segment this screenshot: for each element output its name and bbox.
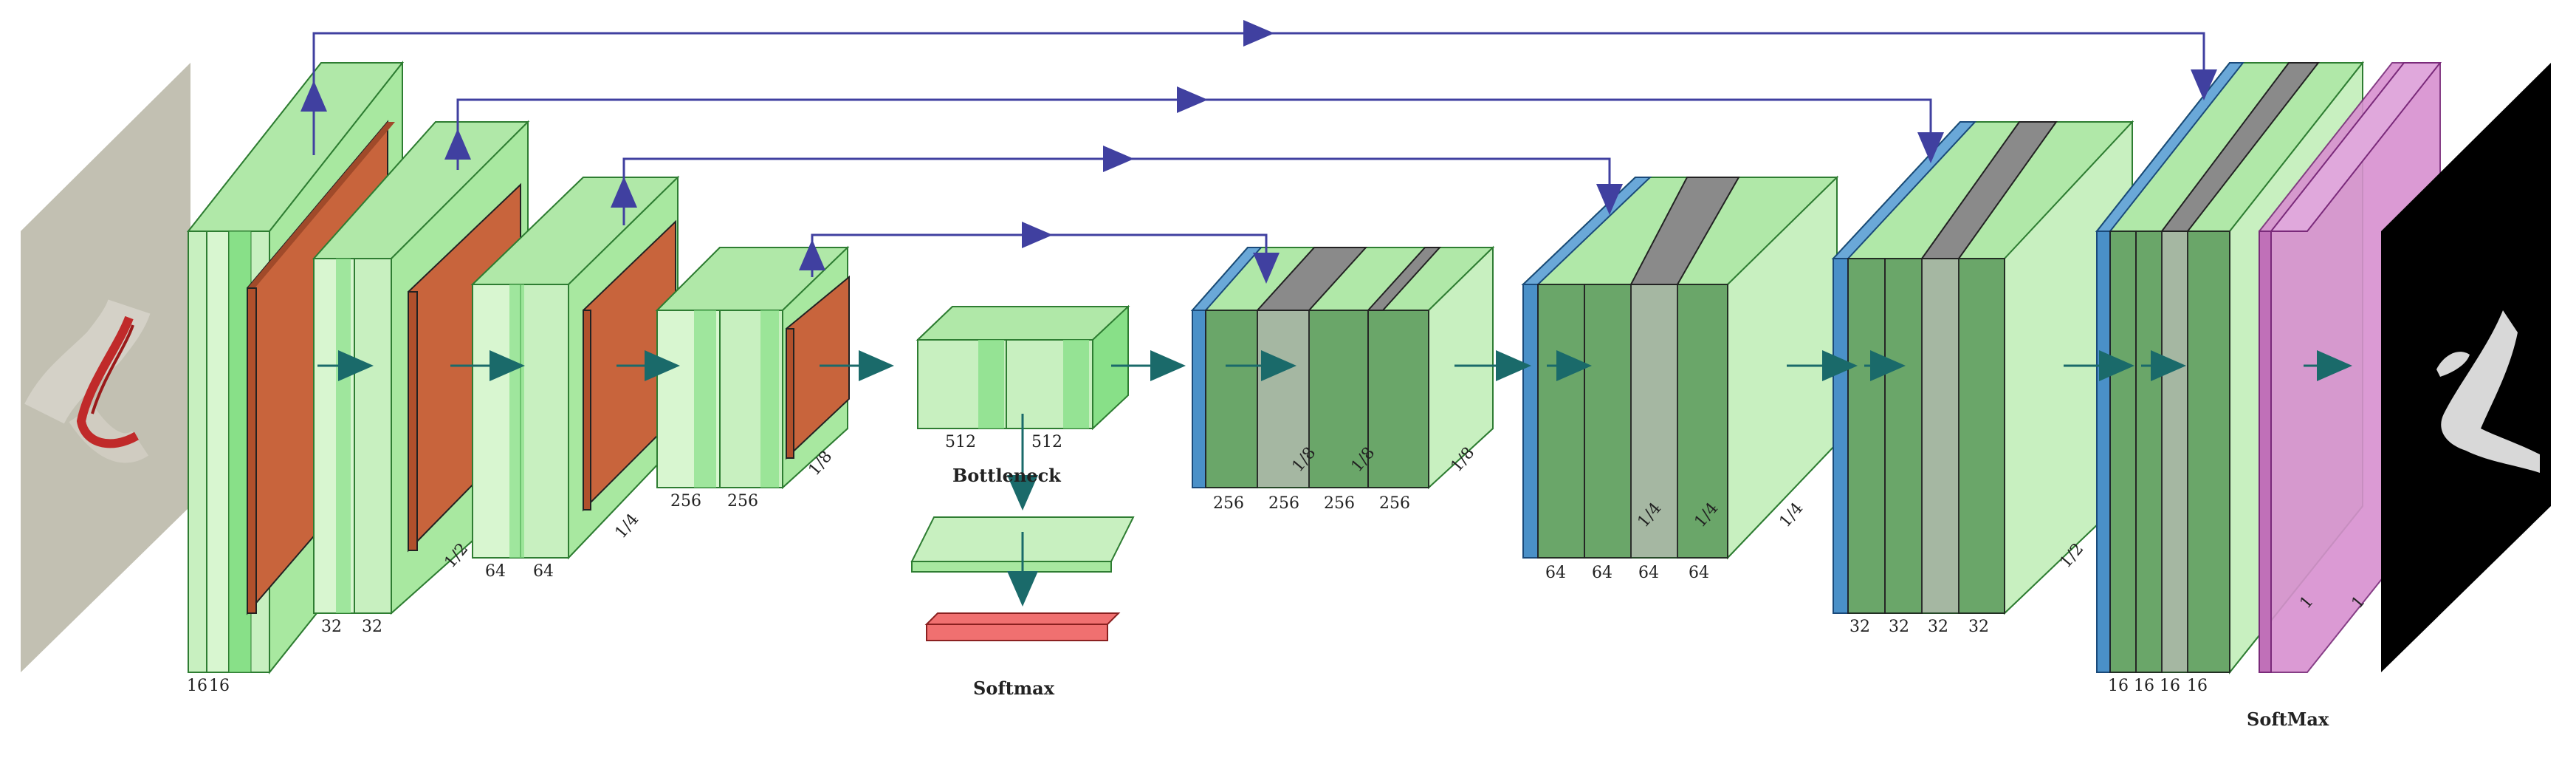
- label-dec2-b: 64: [1592, 564, 1612, 582]
- label-enc4-a: 256: [670, 492, 701, 511]
- label-dec1-a: 256: [1213, 494, 1244, 513]
- label-enc3-a: 64: [485, 562, 506, 581]
- label-dec2-a: 64: [1545, 564, 1566, 582]
- label-enc3-b: 64: [533, 562, 554, 581]
- label-enc2-b: 32: [362, 618, 382, 636]
- label-dec1-b: 256: [1268, 494, 1299, 513]
- skip-connection-1: [312, 32, 2217, 148]
- skip-connection-3: [622, 157, 1623, 225]
- label-dec3-a: 32: [1849, 618, 1870, 636]
- label-dec2-s3: 1/4: [1776, 499, 1807, 531]
- label-dec2-c: 64: [1638, 564, 1659, 582]
- input-image: [21, 63, 190, 672]
- decoder-block-2: [1521, 175, 1839, 560]
- caption-bottleneck: Bottleneck: [952, 465, 1062, 486]
- label-dec4-b: 16: [2134, 677, 2154, 695]
- skip-connections: [300, 20, 2217, 284]
- label-enc1-a: 16: [187, 677, 207, 695]
- label-enc2-a: 32: [321, 618, 342, 636]
- label-dec3-d: 32: [1968, 618, 1989, 636]
- label-dec4-a: 16: [2108, 677, 2129, 695]
- flow-arrows: [317, 350, 2352, 607]
- decoder-block-1: [1190, 245, 1495, 490]
- bottleneck-block: [916, 304, 1130, 431]
- encoder-block-4: [655, 245, 850, 490]
- softmax-plate: [924, 612, 1121, 641]
- label-dec4-c: 16: [2160, 677, 2180, 695]
- label-bott-a: 512: [945, 433, 976, 451]
- label-dec1-d: 256: [1379, 494, 1410, 513]
- caption-softmax: Softmax: [973, 677, 1055, 699]
- output-mask-image: [2381, 63, 2551, 672]
- encoder-block-2: [312, 120, 530, 615]
- skip-connection-4: [811, 233, 1280, 284]
- decoder-block-3: [1831, 120, 2134, 615]
- label-dec1-c: 256: [1324, 494, 1355, 513]
- label-enc4-b: 256: [727, 492, 758, 511]
- label-dec2-d: 64: [1689, 564, 1709, 582]
- label-dec3-c: 32: [1928, 618, 1948, 636]
- label-enc1-b: 16: [209, 677, 230, 695]
- caption-softmax-output: SoftMax: [2247, 709, 2329, 730]
- label-bott-b: 512: [1031, 433, 1062, 451]
- label-dec4-d: 16: [2187, 677, 2208, 695]
- label-enc3-side: 1/4: [611, 511, 642, 542]
- label-dec3-b: 32: [1889, 618, 1909, 636]
